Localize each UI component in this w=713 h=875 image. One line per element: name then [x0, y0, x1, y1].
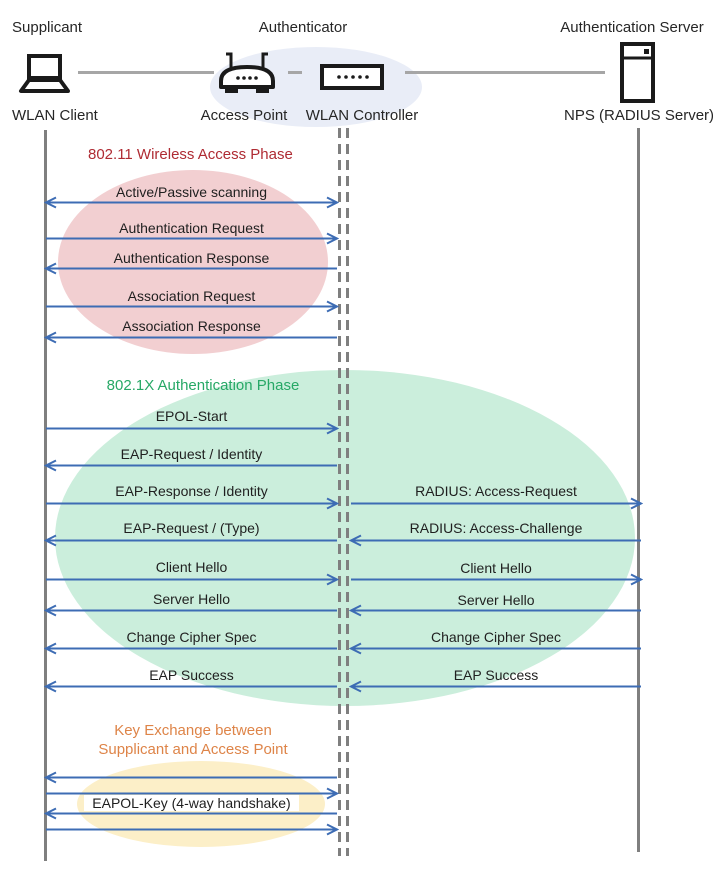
- message-label-text: RADIUS: Access-Request: [415, 483, 577, 499]
- message-label: Client Hello: [42, 559, 342, 575]
- message-label: EAP-Request / (Type): [42, 520, 342, 536]
- role-authenticator: Authenticator: [258, 19, 348, 36]
- phase-title-key-exchange-line2: Supplicant and Access Point: [98, 741, 288, 758]
- access-point-icon: [215, 47, 279, 102]
- connector-controller-server: [405, 71, 605, 74]
- message-label-text: EAPOL-Key (4-way handshake): [84, 795, 299, 811]
- message-label-text: EPOL-Start: [155, 408, 228, 424]
- wlan-controller-icon: [320, 64, 384, 95]
- laptop-icon: [11, 53, 77, 100]
- lifeline-controller-left: [338, 128, 341, 856]
- message-label: Active/Passive scanning: [42, 184, 342, 200]
- message-label: Change Cipher Spec: [42, 629, 342, 645]
- message-label: RADIUS: Access-Request: [346, 483, 646, 499]
- message-label-text: RADIUS: Access-Challenge: [409, 520, 583, 536]
- phase-title-key-exchange: Key Exchange between Supplicant and Acce…: [93, 721, 293, 759]
- message-label-text: Client Hello: [460, 560, 532, 576]
- message-label-text: Association Request: [127, 288, 256, 304]
- message-label: EAP-Response / Identity: [42, 483, 342, 499]
- message-label: EAPOL-Key (4-way handshake): [42, 795, 342, 811]
- message-label-text: EAP-Request / (Type): [123, 520, 260, 536]
- message-label-text: EAP-Response / Identity: [115, 483, 268, 499]
- message-label: Change Cipher Spec: [346, 629, 646, 645]
- device-wlan-controller: WLAN Controller: [305, 107, 419, 124]
- message-label: EAP-Request / Identity: [42, 446, 342, 462]
- message-label: Authentication Response: [42, 250, 342, 266]
- message-label-text: Client Hello: [155, 559, 228, 575]
- message-label-text: Authentication Request: [119, 220, 264, 236]
- message-label: Client Hello: [346, 560, 646, 576]
- message-label: Authentication Request: [42, 220, 342, 236]
- device-access-point: Access Point: [200, 107, 288, 124]
- message-label: EAP Success: [346, 667, 646, 683]
- phase-802-1x-ellipse: [55, 370, 635, 706]
- message-label: Association Response: [42, 318, 342, 334]
- message-label: EAP Success: [42, 667, 342, 683]
- server-icon: [619, 42, 657, 109]
- message-label: Association Request: [42, 288, 342, 304]
- message-label-text: EAP-Request / Identity: [120, 446, 263, 462]
- message-label-text: Active/Passive scanning: [116, 184, 267, 200]
- device-nps-radius: NPS (RADIUS Server): [564, 107, 713, 124]
- message-label: RADIUS: Access-Challenge: [346, 520, 646, 536]
- message-label-text: EAP Success: [149, 667, 234, 683]
- role-supplicant: Supplicant: [12, 19, 83, 36]
- phase-title-802-11: 802.11 Wireless Access Phase: [88, 146, 293, 163]
- lifeline-radius-server: [637, 128, 640, 852]
- phase-title-802-1x: 802.1X Authentication Phase: [106, 377, 300, 394]
- message-label-text: Change Cipher Spec: [431, 629, 561, 645]
- lifeline-controller-right: [346, 128, 349, 856]
- message-label: Server Hello: [42, 591, 342, 607]
- device-wlan-client: WLAN Client: [12, 107, 98, 124]
- lifeline-wlan-client: [44, 130, 47, 861]
- message-label-text: Server Hello: [457, 592, 535, 608]
- message-label-text: Association Response: [122, 318, 261, 334]
- message-label-text: Change Cipher Spec: [126, 629, 257, 645]
- message-label-text: EAP Success: [453, 667, 539, 683]
- phase-title-key-exchange-line1: Key Exchange between: [114, 722, 272, 739]
- message-label-text: Authentication Response: [113, 250, 270, 266]
- message-label: Server Hello: [346, 592, 646, 608]
- message-label-text: Server Hello: [152, 591, 231, 607]
- connector-ap-controller: [288, 71, 302, 74]
- connector-client-ap: [78, 71, 214, 74]
- message-label: EPOL-Start: [42, 408, 342, 424]
- role-authentication-server: Authentication Server: [560, 19, 704, 36]
